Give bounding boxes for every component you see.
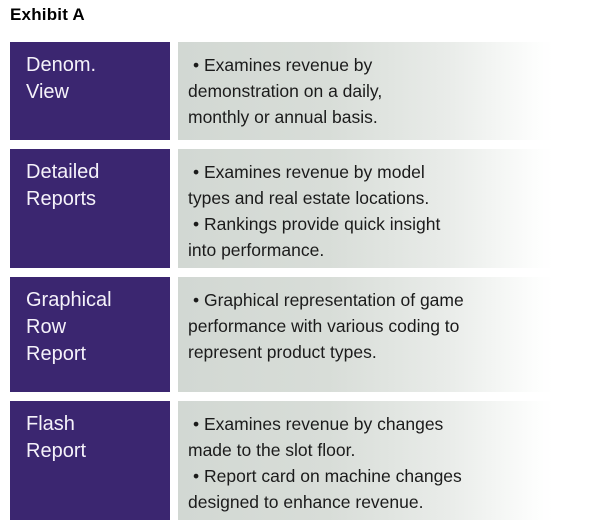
table-row: Graphical Row Report • Graphical represe…: [10, 277, 553, 392]
row-label: Flash Report: [10, 401, 170, 520]
bullet-item: • Graphical representation of game perfo…: [188, 290, 464, 362]
row-description: • Examines revenue by changes made to th…: [178, 401, 553, 520]
page-title: Exhibit A: [10, 5, 85, 24]
row-label: Detailed Reports: [10, 149, 170, 268]
row-description: • Graphical representation of game perfo…: [178, 277, 553, 392]
table-row: Denom. View • Examines revenue by demons…: [10, 42, 553, 140]
row-label: Denom. View: [10, 42, 170, 140]
bullet-item: • Examines revenue by changes made to th…: [188, 414, 444, 460]
table-row: Detailed Reports • Examines revenue by m…: [10, 149, 553, 268]
row-label: Graphical Row Report: [10, 277, 170, 392]
row-description: • Examines revenue by demonstration on a…: [178, 42, 553, 140]
bullet-item: • Examines revenue by demonstration on a…: [188, 55, 383, 127]
bullet-item: • Report card on machine changes designe…: [188, 466, 462, 512]
bullet-item: • Examines revenue by model types and re…: [188, 162, 430, 208]
bullet-item: • Rankings provide quick insight into pe…: [188, 214, 441, 260]
row-description: • Examines revenue by model types and re…: [178, 149, 553, 268]
exhibit-table: Denom. View • Examines revenue by demons…: [10, 42, 553, 520]
table-row: Flash Report • Examines revenue by chang…: [10, 401, 553, 520]
